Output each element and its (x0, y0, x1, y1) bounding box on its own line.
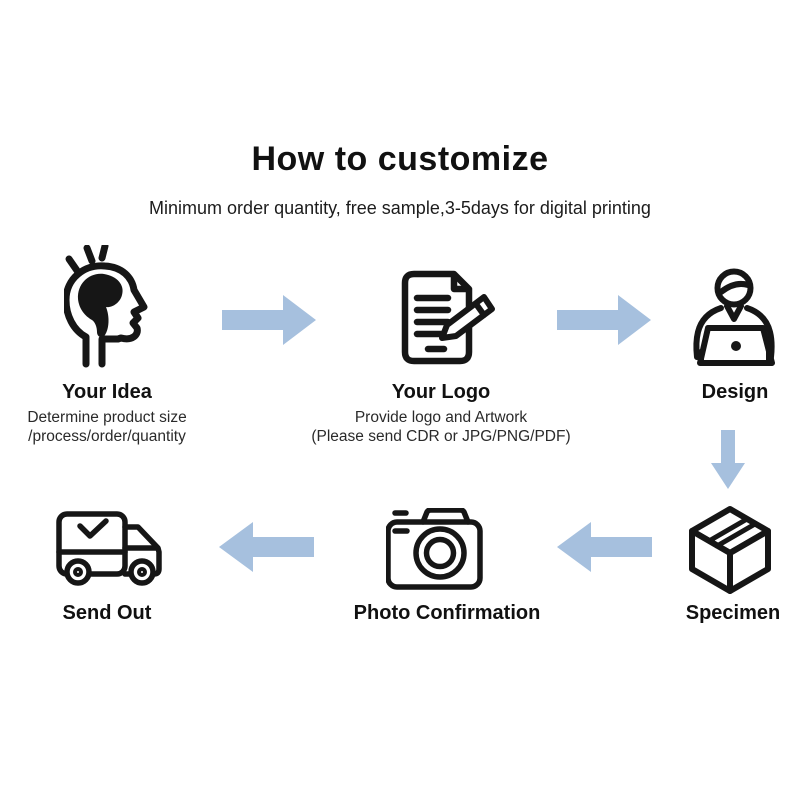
step-desc-your-logo: Provide logo and Artwork (Please send CD… (291, 408, 591, 446)
arrow-left-icon (557, 522, 652, 572)
page-title: How to customize (251, 140, 549, 178)
step-label-your-logo: Your Logo (391, 381, 491, 403)
delivery-truck-icon (56, 511, 162, 586)
step-label-specimen: Specimen (685, 602, 781, 624)
designer-laptop-icon (693, 268, 775, 366)
package-box-icon (689, 506, 771, 594)
step-desc-your-idea: Determine product size /process/order/qu… (7, 408, 207, 446)
step-desc-line: Determine product size (27, 409, 187, 426)
step-label-photo-confirmation: Photo Confirmation (353, 602, 541, 624)
step-label-your-idea: Your Idea (62, 381, 152, 403)
step-label-design: Design (701, 381, 769, 403)
idea-head-icon (64, 245, 148, 368)
camera-icon (386, 508, 483, 590)
step-desc-line: Provide logo and Artwork (354, 409, 528, 426)
step-desc-line: /process/order/quantity (28, 428, 186, 445)
arrow-right-icon (222, 295, 316, 345)
step-label-send-out: Send Out (62, 602, 152, 624)
page-subtitle: Minimum order quantity, free sample,3-5d… (149, 198, 651, 218)
document-pencil-icon (401, 270, 495, 365)
arrow-left-icon (219, 522, 314, 572)
arrow-down-icon (711, 430, 745, 489)
step-desc-line: (Please send CDR or JPG/PNG/PDF) (311, 428, 571, 445)
arrow-right-icon (557, 295, 651, 345)
